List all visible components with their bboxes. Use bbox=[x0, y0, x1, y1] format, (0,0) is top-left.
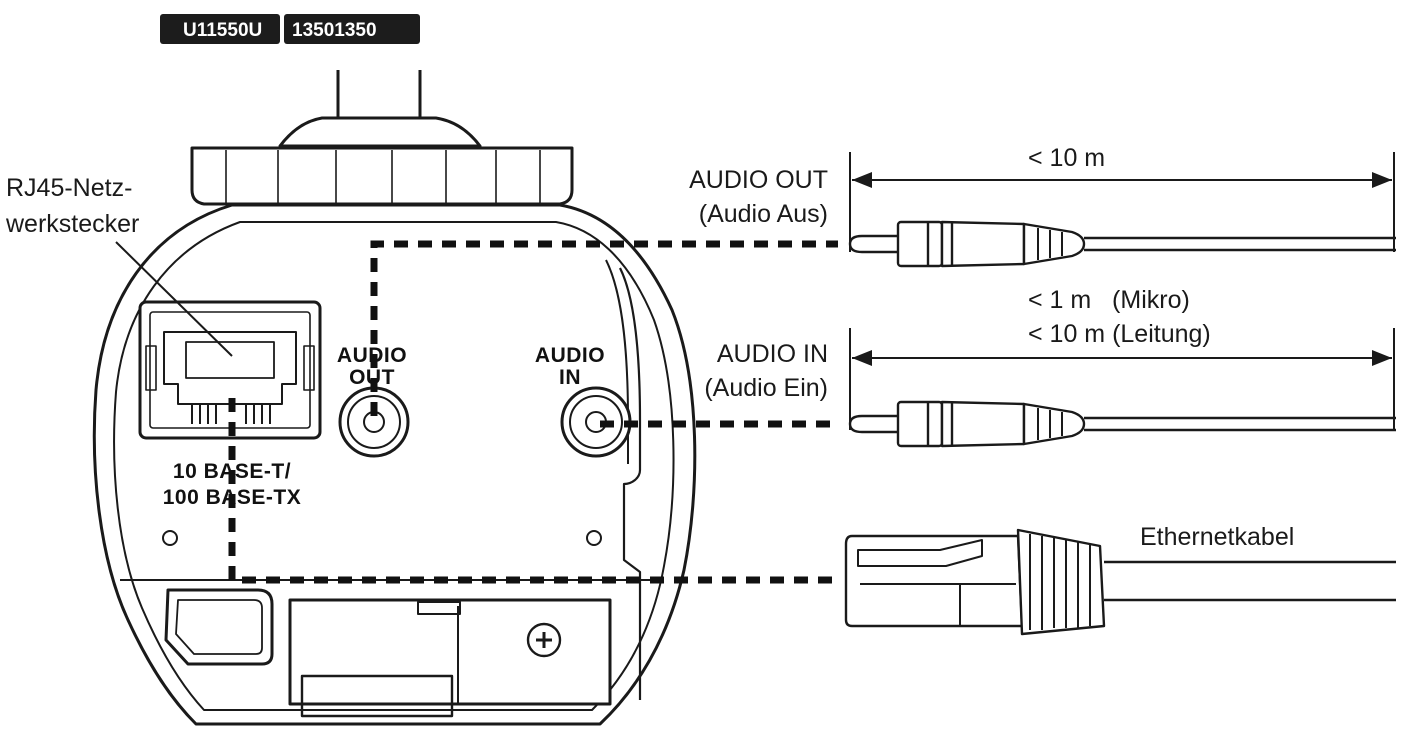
model-badge-1: U11550U bbox=[183, 20, 262, 41]
connection-paths bbox=[228, 240, 838, 584]
rj45-pins bbox=[191, 404, 271, 424]
camera-neck bbox=[278, 116, 482, 148]
rj45-label-line2: werkstecker bbox=[5, 210, 139, 238]
model-badge-1-bg bbox=[160, 14, 280, 44]
screw-hole-left bbox=[162, 530, 178, 546]
model-badges: U11550U 13501350 bbox=[160, 14, 420, 44]
lower-panel bbox=[164, 588, 612, 718]
model-badge-2: 13501350 bbox=[292, 20, 377, 41]
audio-out-connection bbox=[370, 240, 838, 416]
panel-label-audio-in-1: AUDIO bbox=[535, 344, 605, 367]
ethernet-plug bbox=[844, 528, 1396, 636]
usb-slot bbox=[164, 588, 274, 666]
rj45-port bbox=[138, 300, 322, 440]
knurl-lines bbox=[225, 150, 541, 204]
side-bracket bbox=[619, 267, 642, 700]
ethernet-cable-label: Ethernetkabel bbox=[1140, 523, 1294, 551]
ethernet-connection bbox=[228, 398, 838, 584]
audio-out-label-line1: AUDIO OUT bbox=[689, 166, 828, 194]
cover-screw bbox=[526, 622, 562, 658]
panel-label-audio-out-2: OUT bbox=[349, 366, 395, 389]
audio-in-length-line: < 10 m (Leitung) bbox=[1028, 320, 1211, 348]
knurled-ring bbox=[190, 146, 574, 206]
rj45-socket bbox=[163, 331, 297, 405]
audio-in-label-line1: AUDIO IN bbox=[717, 340, 828, 368]
audio-out-plug bbox=[848, 220, 1396, 268]
audio-in-plug bbox=[848, 400, 1396, 448]
dimension-lines bbox=[849, 152, 1395, 430]
sd-card-cover bbox=[288, 598, 612, 706]
audio-in-jack bbox=[560, 386, 632, 458]
screw-hole-right bbox=[586, 530, 602, 546]
dimension-labels: < 10 m < 1 m (Mikro) < 10 m (Leitung) bbox=[1028, 144, 1211, 348]
audio-out-jack bbox=[338, 386, 410, 458]
rj45-housing bbox=[138, 300, 322, 440]
model-badge-2-bg bbox=[284, 14, 420, 44]
audio-out-length: < 10 m bbox=[1028, 144, 1105, 172]
audio-in-label-line2: (Audio Ein) bbox=[704, 374, 828, 402]
camera-shell-inner bbox=[113, 221, 675, 711]
audio-in-length-mic: < 1 m (Mikro) bbox=[1028, 286, 1190, 314]
audio-out-label-line2: (Audio Aus) bbox=[699, 200, 828, 228]
rj45-label-line1: RJ45-Netz- bbox=[6, 174, 132, 202]
panel-label-audio-in-2: IN bbox=[559, 366, 581, 389]
callouts: RJ45-Netz- werkstecker AUDIO OUT (Audio … bbox=[5, 166, 1294, 551]
rj45-leader-line bbox=[115, 241, 233, 357]
